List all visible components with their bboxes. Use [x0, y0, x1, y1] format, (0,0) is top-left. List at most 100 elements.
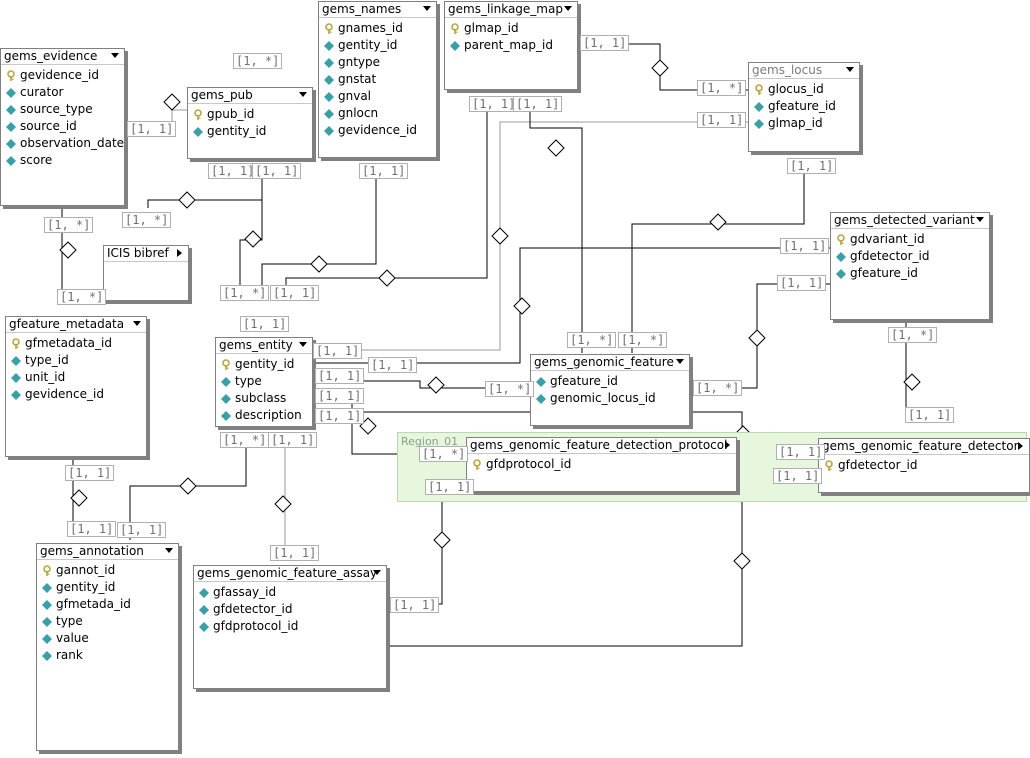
column-name: gevidence_id — [338, 123, 417, 137]
column-row[interactable]: gevidence_id — [319, 122, 436, 139]
column-row[interactable]: type — [37, 613, 178, 630]
table-title[interactable]: gems_genomic_feature_detection_protocol — [467, 438, 736, 454]
column-name: subclass — [235, 391, 287, 405]
column-row[interactable]: gnlocn — [319, 105, 436, 122]
table-title[interactable]: ICIS bibref — [104, 246, 188, 262]
expand-arrow-icon[interactable] — [1018, 442, 1023, 450]
expand-arrow-icon[interactable] — [725, 441, 730, 449]
table-gems-gfd[interactable]: gems_genomic_feature_detector gfdetector_… — [818, 438, 1030, 493]
dropdown-arrow-icon[interactable] — [423, 6, 431, 11]
column-diamond-icon — [6, 105, 16, 115]
primary-key-column[interactable]: gfdetector_id — [819, 457, 1029, 474]
dropdown-arrow-icon[interactable] — [676, 359, 684, 364]
column-row[interactable]: gnval — [319, 88, 436, 105]
table-title[interactable]: gems_linkage_map — [445, 2, 577, 18]
multiplicity-label: [1, 1] — [315, 368, 365, 384]
dropdown-arrow-icon[interactable] — [165, 548, 173, 553]
column-row[interactable]: gfdprotocol_id — [194, 618, 386, 635]
primary-key-column[interactable]: glmap_id — [445, 20, 577, 37]
multiplicity-label: [1, *] — [697, 80, 747, 96]
column-row[interactable]: source_type — [1, 101, 124, 118]
column-name: gevidence_id — [25, 387, 104, 401]
table-title[interactable]: gems_evidence — [1, 49, 124, 65]
primary-key-column[interactable]: gannot_id — [37, 562, 178, 579]
primary-key-column[interactable]: gfdprotocol_id — [467, 456, 736, 473]
column-row[interactable]: gfdetector_id — [831, 248, 989, 265]
column-row[interactable]: gfassay_id — [194, 584, 386, 601]
dropdown-arrow-icon[interactable] — [373, 570, 381, 575]
column-row[interactable]: gfeature_id — [749, 98, 859, 115]
primary-key-column[interactable]: gdvariant_id — [831, 231, 989, 248]
column-row[interactable]: value — [37, 630, 178, 647]
dropdown-arrow-icon[interactable] — [299, 342, 307, 347]
table-icis-bibref[interactable]: ICIS bibref — [103, 245, 189, 301]
column-row[interactable]: rank — [37, 647, 178, 664]
table-title[interactable]: gems_genomic_feature_detector — [819, 439, 1029, 455]
dropdown-arrow-icon[interactable] — [111, 53, 119, 58]
column-row[interactable]: gevidence_id — [6, 386, 146, 403]
dropdown-arrow-icon[interactable] — [846, 67, 854, 72]
column-row[interactable]: gfmetada_id — [37, 596, 178, 613]
column-row[interactable]: observation_date — [1, 135, 124, 152]
expand-arrow-icon[interactable] — [177, 249, 182, 257]
table-title[interactable]: gems_genomic_feature_assay — [194, 566, 386, 582]
primary-key-column[interactable]: gpub_id — [188, 106, 312, 123]
dropdown-arrow-icon[interactable] — [564, 6, 572, 11]
column-row[interactable]: type_id — [6, 352, 146, 369]
table-title[interactable]: gems_names — [319, 2, 436, 18]
column-diamond-icon — [42, 583, 52, 593]
table-title[interactable]: gems_genomic_feature — [531, 355, 689, 371]
column-row[interactable]: source_id — [1, 118, 124, 135]
column-row[interactable]: gnstat — [319, 71, 436, 88]
table-title[interactable]: gems_annotation — [37, 544, 178, 560]
column-row[interactable]: score — [1, 152, 124, 169]
column-row[interactable]: description — [216, 407, 312, 424]
column-row[interactable]: glmap_id — [749, 115, 859, 132]
dropdown-arrow-icon[interactable] — [299, 92, 307, 97]
multiplicity-label: [1, *] — [122, 212, 172, 228]
column-row[interactable]: gfdetector_id — [194, 601, 386, 618]
table-title[interactable]: gems_pub — [188, 88, 312, 104]
column-name: gnval — [338, 89, 372, 103]
column-row[interactable]: gntype — [319, 54, 436, 71]
table-title[interactable]: gems_locus — [749, 63, 859, 79]
column-name: description — [235, 408, 302, 422]
column-row[interactable]: gentity_id — [319, 37, 436, 54]
column-row[interactable]: gfeature_id — [831, 265, 989, 282]
column-row[interactable]: parent_map_id — [445, 37, 577, 54]
primary-key-column[interactable]: gfmetadata_id — [6, 335, 146, 352]
multiplicity-label: [1, 1] — [580, 35, 630, 51]
column-row[interactable]: subclass — [216, 390, 312, 407]
table-title[interactable]: gems_entity — [216, 338, 312, 354]
column-row[interactable]: gfeature_id — [531, 373, 689, 390]
dropdown-arrow-icon[interactable] — [976, 217, 984, 222]
primary-key-column[interactable]: gentity_id — [216, 356, 312, 373]
column-row[interactable]: curator — [1, 84, 124, 101]
dropdown-arrow-icon[interactable] — [133, 321, 141, 326]
column-row[interactable]: unit_id — [6, 369, 146, 386]
primary-key-column[interactable]: gevidence_id — [1, 67, 124, 84]
primary-key-column[interactable]: glocus_id — [749, 81, 859, 98]
table-title[interactable]: gems_detected_variant — [831, 213, 989, 229]
column-name: gentity_id — [338, 38, 398, 52]
key-icon — [825, 460, 833, 471]
column-row[interactable]: type — [216, 373, 312, 390]
key-icon — [755, 84, 763, 95]
column-row[interactable]: genomic_locus_id — [531, 390, 689, 407]
primary-key-column[interactable]: gnames_id — [319, 20, 436, 37]
column-row[interactable]: gentity_id — [188, 123, 312, 140]
column-row[interactable]: gentity_id — [37, 579, 178, 596]
table-title[interactable]: gfeature_metadata — [6, 317, 146, 333]
